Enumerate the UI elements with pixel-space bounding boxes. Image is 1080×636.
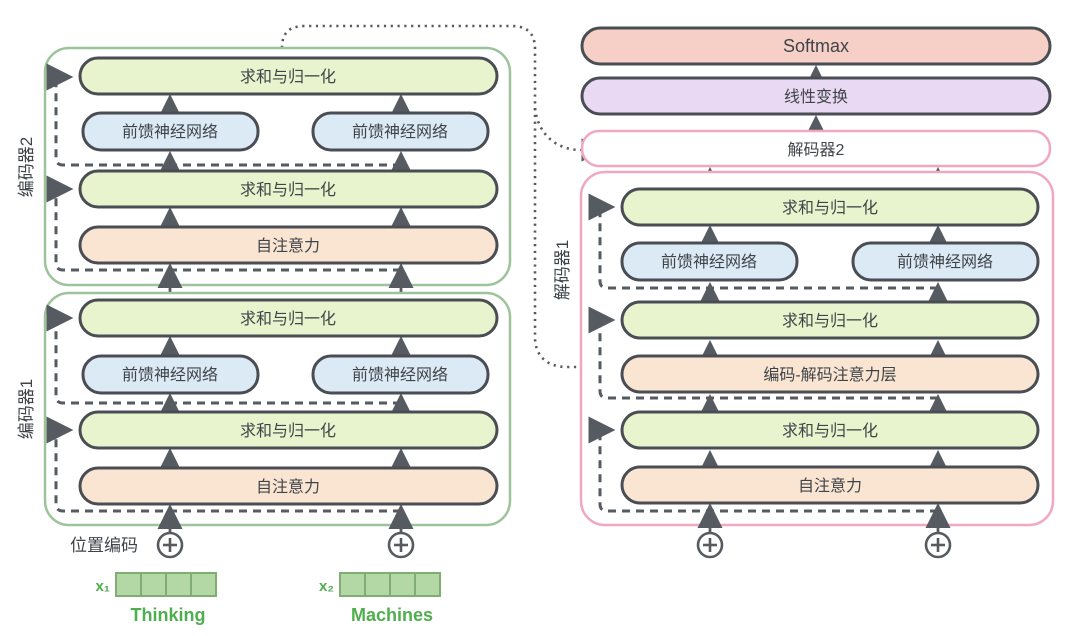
decoder1-enc-dec-attention-label: 编码-解码注意力层 [763, 365, 896, 384]
embedding-bar-x2 [339, 572, 441, 597]
token1-label: Thinking [131, 605, 206, 625]
decoder1-self-attention-box [620, 465, 1040, 505]
decoder2-title: 解码器2 [788, 141, 845, 159]
encoder2-ffn-left-box [81, 111, 260, 152]
plus-circle-icon [696, 531, 724, 559]
softmax-label: Softmax [783, 36, 849, 56]
encoder2-self-attention-box [78, 225, 499, 265]
encoder2-add-norm-top-box [78, 56, 499, 96]
x1-label: x₁ [95, 578, 110, 595]
decoder1-self-attention-label: 自注意力 [798, 476, 862, 495]
encoder1-ffn-right-label: 前馈神经网络 [352, 365, 448, 384]
encoder1-title: 编码器1 [17, 379, 36, 439]
decoder1-add-norm-mid-label: 求和与归一化 [782, 312, 878, 330]
decoder1-ffn-right-box [851, 241, 1040, 282]
embedding-bar-x1 [115, 572, 217, 597]
plus-circle-icon [924, 531, 952, 559]
decoder1-title: 解码器1 [553, 240, 572, 300]
positional-encoding-label: 位置编码 [70, 536, 138, 555]
residual-connection [46, 304, 401, 405]
decoder1-ffn-right-label: 前馈神经网络 [897, 252, 993, 271]
decoder1-ffn-left-box [620, 241, 799, 282]
encoder2-ffn-left-label: 前馈神经网络 [122, 122, 218, 141]
encoder2-self-attention-label: 自注意力 [256, 236, 320, 255]
softmax-box [580, 26, 1052, 66]
input-section: 位置编码 x₁ Thinking x₂ Machines [70, 503, 441, 625]
decoder2-box [580, 129, 1052, 168]
encoder2-block: 编码器2 求和与归一化 前馈神经网络 前馈神经网络 求和与归一化 自注意力 [17, 46, 512, 287]
encoder2-add-norm-top-label: 求和与归一化 [240, 68, 336, 86]
decoder-input-section [696, 502, 952, 559]
encoder1-add-norm-mid-box [78, 410, 499, 450]
residual-connection [46, 175, 401, 272]
decoder1-add-norm-bottom-box [620, 410, 1040, 450]
encoder1-ffn-right-box [311, 354, 490, 395]
residual-connection [46, 63, 401, 167]
encoder1-add-norm-top-box [78, 298, 499, 338]
encoder2-add-norm-mid-label: 求和与归一化 [240, 181, 336, 199]
encoder2-ffn-right-box [311, 111, 490, 152]
output-head: Softmax 线性变换 解码器2 [580, 26, 1052, 168]
decoder1-add-norm-top-box [620, 187, 1040, 227]
encoder1-block: 编码器1 求和与归一化 前馈神经网络 前馈神经网络 求和与归一化 自注意力 [17, 291, 512, 527]
decoder1-ffn-left-label: 前馈神经网络 [661, 252, 757, 271]
residual-connection [46, 416, 401, 513]
encoder2-add-norm-mid-box [78, 169, 499, 209]
decoder1-block: 解码器1 求和与归一化 前馈神经网络 前馈神经网络 求和与归一化 编码-解码注意… [553, 170, 1055, 527]
plus-circle-icon [156, 531, 184, 559]
encoder2-ffn-right-label: 前馈神经网络 [352, 122, 448, 141]
encoder1-self-attention-box [78, 466, 499, 506]
decoder1-add-norm-top-label: 求和与归一化 [782, 199, 878, 217]
token2-label: Machines [351, 605, 433, 625]
linear-box [580, 76, 1052, 116]
encoder1-add-norm-top-label: 求和与归一化 [240, 310, 336, 328]
decoder1-add-norm-mid-box [620, 300, 1040, 340]
encoder1-ffn-left-label: 前馈神经网络 [122, 365, 218, 384]
encoder1-add-norm-mid-label: 求和与归一化 [240, 422, 336, 440]
encoder2-title: 编码器2 [17, 137, 36, 197]
encoder1-ffn-left-box [81, 354, 260, 395]
linear-label: 线性变换 [784, 88, 848, 106]
decoder1-enc-dec-attention-box [620, 354, 1040, 394]
plus-circle-icon [387, 531, 415, 559]
x2-label: x₂ [319, 578, 334, 595]
encoder1-self-attention-label: 自注意力 [256, 477, 320, 496]
decoder1-add-norm-bottom-label: 求和与归一化 [782, 422, 878, 440]
